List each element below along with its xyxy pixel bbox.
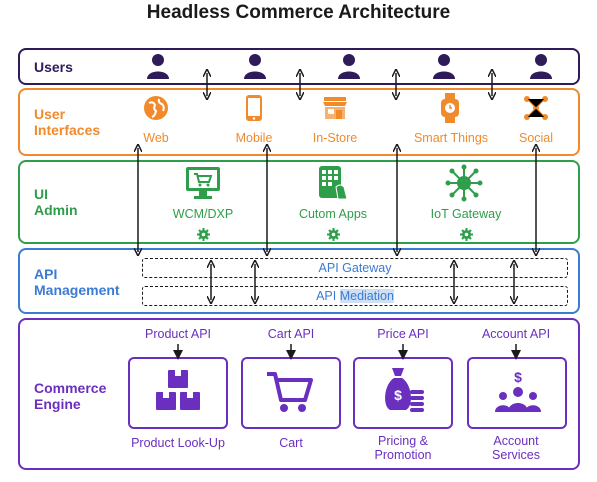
svg-text:$: $ [394, 387, 402, 403]
api-gateway-label: API Gateway [314, 261, 396, 275]
store-icon [323, 97, 347, 119]
user-interfaces-band-label: User Interfaces [34, 106, 101, 138]
cart-api-label: Cart API [267, 327, 315, 341]
person-icon [433, 54, 455, 79]
commerce-engine-band [18, 318, 580, 470]
api-mediation-label: API Mediation [312, 289, 398, 303]
pricing-promotion-label: Pricing & Promotion [374, 434, 432, 462]
phone-apps-icon [319, 166, 348, 200]
api-mediation-highlight: Mediation [339, 289, 394, 303]
api-mediation-prefix: API [316, 289, 337, 303]
smartwatch-icon [441, 93, 459, 123]
globe-icon [144, 96, 168, 120]
ui-item-web-label: Web [143, 131, 169, 145]
social-network-icon [524, 96, 548, 120]
gear-icon [327, 228, 340, 241]
price-api-label: Price API [377, 327, 429, 341]
ui-item-smart-things-label: Smart Things [413, 131, 489, 145]
ui-admin-band-label: UI Admin [34, 186, 78, 218]
monitor-cart-icon [186, 167, 220, 199]
cart-icon [267, 372, 313, 412]
account-services-label: Account Services [492, 434, 540, 462]
admin-item-wcm-label: WCM/DXP [172, 207, 234, 221]
api-management-band-label: API Management [34, 266, 120, 298]
person-icon [530, 54, 552, 79]
ui-item-in-store-label: In-Store [312, 131, 358, 145]
diagram-title: Headless Commerce Architecture [146, 2, 451, 23]
ui-item-social-label: Social [518, 131, 554, 145]
person-icon [147, 54, 169, 79]
money-bag-icon: $ [385, 368, 424, 412]
product-lookup-label: Product Look-Up [131, 436, 225, 450]
api-gateway-box [142, 258, 568, 278]
commerce-engine-band-label: Commerce Engine [34, 380, 107, 412]
admin-item-apps-label: Cutom Apps [298, 207, 368, 221]
svg-text:$: $ [514, 369, 522, 385]
api-mediation-box [142, 286, 568, 306]
person-icon [338, 54, 360, 79]
ui-item-mobile-label: Mobile [235, 131, 273, 145]
admin-item-iot-label: IoT Gateway [430, 207, 502, 221]
cart-label: Cart [279, 436, 303, 450]
account-api-label: Account API [481, 327, 551, 341]
product-api-label: Product API [144, 327, 212, 341]
gear-icon [197, 228, 210, 241]
gear-icon [460, 228, 473, 241]
iot-hub-icon [445, 164, 483, 202]
api-management-band [18, 248, 580, 314]
person-icon [244, 54, 266, 79]
mobile-phone-icon [246, 95, 262, 121]
ui-admin-band [18, 160, 580, 244]
users-band-label: Users [34, 59, 73, 75]
boxes-icon [156, 370, 200, 410]
people-dollar-icon: $ [495, 369, 541, 412]
